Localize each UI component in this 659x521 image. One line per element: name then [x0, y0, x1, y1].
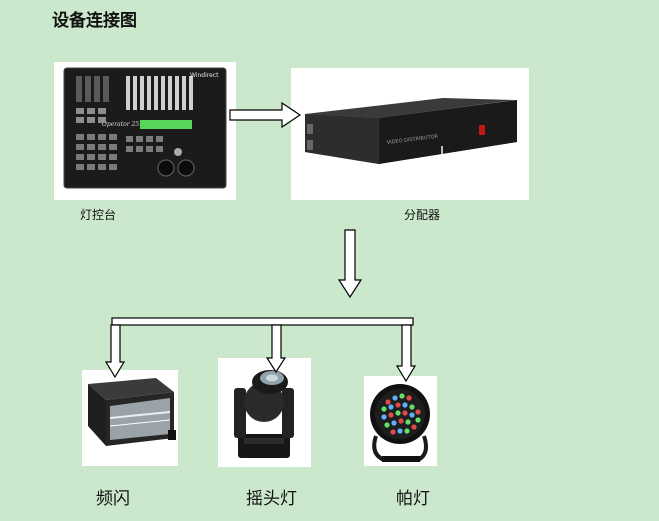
distributor-illustration: VIDEO DISTRIBUTOR [305, 98, 517, 164]
console-label: 灯控台 [80, 208, 117, 222]
moving-head-photo [218, 358, 311, 467]
strobe-label: 频闪 [96, 489, 130, 509]
console-illustration: Windirect Operator 2518 [63, 67, 227, 189]
strobe-photo [82, 370, 178, 466]
power-switch-icon [479, 125, 485, 135]
distributor-label: 分配器 [404, 208, 441, 222]
console-model-text: Operator 2518 [102, 121, 147, 128]
arrow-to-moving-head [265, 324, 287, 374]
console-lcd [140, 120, 192, 129]
par-photo [364, 376, 437, 466]
distributor-photo: VIDEO DISTRIBUTOR [291, 68, 529, 200]
console-photo: Windirect Operator 2518 [54, 62, 236, 200]
par-illustration [370, 384, 430, 462]
console-brand-text: Windirect [190, 72, 219, 79]
distribution-bus [111, 317, 414, 326]
par-label: 帕灯 [396, 489, 430, 509]
moving-head-label: 摇头灯 [246, 489, 297, 509]
page-title: 设备连接图 [52, 11, 137, 31]
arrow-to-strobe [104, 324, 126, 379]
arrow-distributor-down [337, 229, 363, 299]
arrow-console-to-distributor [229, 101, 302, 129]
moving-head-illustration [234, 370, 294, 458]
strobe-illustration [88, 378, 176, 446]
arrow-to-par [395, 324, 417, 383]
